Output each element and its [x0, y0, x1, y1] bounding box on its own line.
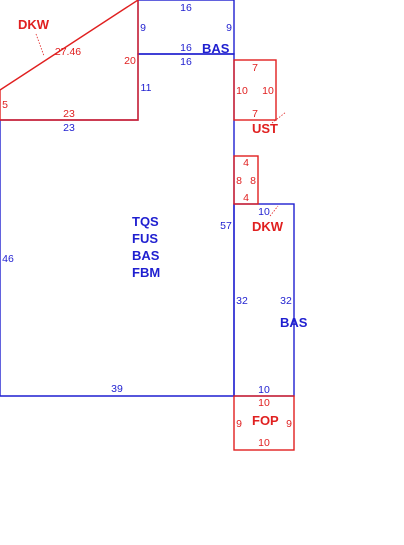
- deck-upper-outline: [0, 0, 139, 121]
- main-bottom-dim: 39: [111, 383, 123, 395]
- small-box-left-dim: 8: [236, 175, 242, 187]
- upper-base-left-dim: 9: [140, 22, 146, 34]
- deck-upper-right-dim: 20: [124, 55, 136, 67]
- main-right-dim: 57: [220, 220, 232, 232]
- utility-outline: [233, 59, 277, 121]
- main-area-code-1: TQS: [132, 214, 159, 229]
- porch-code: FOP: [252, 413, 279, 428]
- utility-right-dim: 10: [262, 85, 274, 97]
- upper-base-right-dim: 9: [226, 22, 232, 34]
- base-notch-top-dim: 23: [63, 122, 75, 134]
- main-area-code-2: FUS: [132, 231, 158, 246]
- main-area-code-4: FBM: [132, 265, 160, 280]
- deck-upper-bottom-dim: 23: [63, 108, 75, 120]
- upper-base-code: BAS: [202, 41, 230, 56]
- porch-top-dim: 10: [258, 397, 270, 409]
- deck-upper-left-dim: 5: [2, 99, 8, 111]
- deck-right-code: DKW: [252, 219, 284, 234]
- utility-code: UST: [252, 121, 278, 136]
- right-base-bottom-dim: 10: [258, 384, 270, 396]
- base-notch-height-dim: 11: [141, 82, 152, 94]
- right-base-code: BAS: [280, 315, 308, 330]
- deck-upper-leader: [35, 33, 45, 57]
- small-box-outline: [233, 155, 259, 205]
- small-box-bottom-dim: 4: [243, 192, 249, 204]
- deck-right-leader: [269, 205, 279, 217]
- utility-left-dim: 10: [236, 85, 248, 97]
- porch-bottom-dim: 10: [258, 437, 270, 449]
- main-area-outline: [0, 53, 235, 397]
- small-box-right-dim: 8: [250, 175, 256, 187]
- right-base-left-dim: 32: [236, 295, 248, 307]
- porch-outline: [233, 395, 295, 451]
- deck-right-top-dim: 10: [258, 206, 270, 218]
- deck-upper-inner-top-dim: 16: [180, 56, 192, 68]
- porch-left-dim: 9: [236, 418, 242, 430]
- small-box-top-dim: 4: [243, 157, 249, 169]
- main-left-dim: 46: [2, 253, 14, 265]
- upper-base-bottom-dim: 16: [180, 42, 192, 54]
- right-base-right-dim: 32: [280, 295, 292, 307]
- deck-upper-code: DKW: [18, 17, 50, 32]
- utility-bottom-dim: 7: [252, 108, 258, 120]
- porch-right-dim: 9: [286, 418, 292, 430]
- deck-upper-diagonal-dim: 27.46: [55, 46, 81, 58]
- main-area-code-3: BAS: [132, 248, 160, 263]
- upper-base-top-dim: 16: [180, 2, 192, 14]
- utility-top-dim: 7: [252, 62, 258, 74]
